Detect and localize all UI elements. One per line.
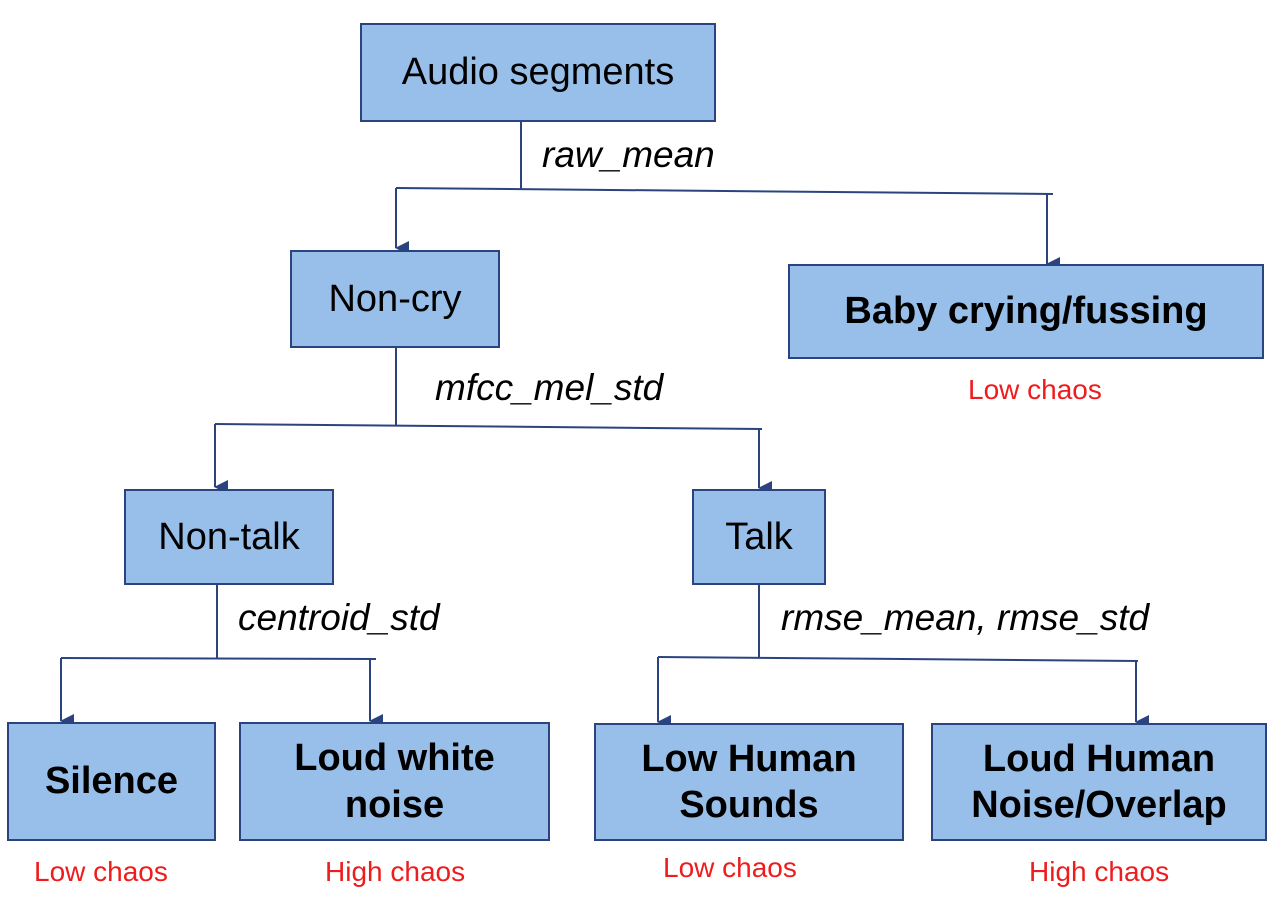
node-baby-crying-label: Baby crying/fussing — [844, 290, 1208, 333]
node-non-talk: Non-talk — [124, 489, 334, 585]
root-branch-bar — [395, 187, 1054, 195]
node-audio-segments: Audio segments — [360, 23, 716, 122]
node-silence: Silence — [7, 722, 216, 841]
node-low-human-sounds-label: Low Human Sounds — [641, 737, 857, 826]
node-non-cry-label: Non-cry — [328, 277, 462, 320]
node-loud-human-noise-label: Loud Human Noise/Overlap — [971, 737, 1227, 826]
chaos-label-loud-white-noise: High chaos — [325, 856, 466, 887]
edge-label-mfcc-mel-std: mfcc_mel_std — [435, 367, 664, 408]
chaos-label-loud-human-noise: High chaos — [1029, 856, 1170, 887]
node-loud-white-noise: Loud white noise — [239, 722, 550, 841]
node-talk-label: Talk — [725, 515, 793, 558]
node-baby-crying: Baby crying/fussing — [788, 264, 1264, 359]
node-loud-white-noise-label: Loud white noise — [294, 737, 495, 826]
node-low-human-sounds: Low Human Sounds — [594, 723, 904, 841]
chaos-label-baby-crying: Low chaos — [968, 374, 1102, 405]
edge-label-rmse: rmse_mean, rmse_std — [781, 597, 1150, 638]
edge-label-raw-mean: raw_mean — [542, 134, 715, 175]
node-loud-human-noise: Loud Human Noise/Overlap — [931, 723, 1267, 841]
talk-branch-bar — [657, 656, 1139, 662]
node-audio-segments-label: Audio segments — [401, 51, 675, 94]
node-non-cry: Non-cry — [290, 250, 500, 348]
non-talk-branch-bar — [60, 657, 377, 660]
node-talk: Talk — [692, 489, 826, 585]
node-silence-label: Silence — [44, 760, 179, 803]
chaos-label-silence: Low chaos — [34, 856, 168, 887]
edge-label-centroid-std: centroid_std — [238, 597, 440, 638]
chaos-label-low-human-sounds: Low chaos — [663, 852, 797, 883]
non-cry-branch-bar — [214, 423, 763, 430]
node-non-talk-label: Non-talk — [158, 515, 300, 558]
